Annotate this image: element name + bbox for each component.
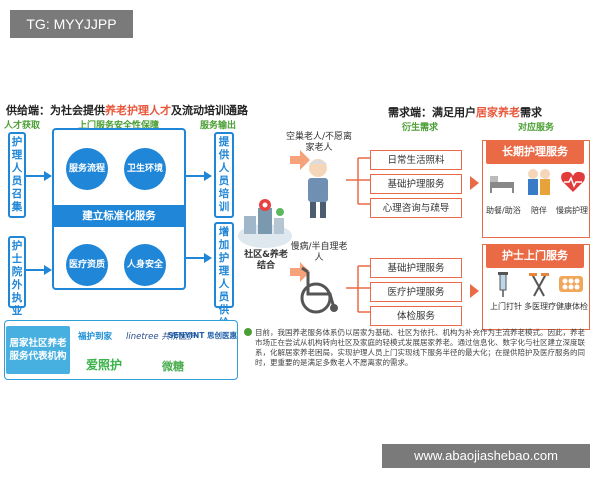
wheelchair-icon (300, 266, 338, 314)
left-box-nurse: 护士院外执业 (8, 236, 26, 317)
logo-senyint: SENYINT 思创医惠 (168, 331, 238, 340)
arrow-icon (26, 265, 52, 275)
demand-title-prefix: 需求端：满足用户 (388, 106, 476, 119)
service-item-checkup: 健康体检 (556, 302, 588, 311)
circle-service-process: 服务流程 (66, 148, 108, 190)
demand-title-highlight: 居家养老 (476, 106, 520, 119)
bed-icon (490, 176, 514, 193)
logo-linetree: linetree 共桥医护 (126, 332, 196, 342)
need-basic-nursing-top: 基础护理服务 (370, 174, 462, 194)
supply-title-mid: 及 (171, 104, 182, 117)
need-daily-care: 日常生活照料 (370, 150, 462, 170)
col-output: 服务输出 (200, 121, 237, 131)
col-corresponding-services: 对应服务 (518, 123, 555, 133)
pills-icon (559, 276, 583, 292)
arrow-icon (470, 284, 479, 298)
circle-personal-safety: 人身安全 (124, 244, 166, 286)
bracket-connector (346, 157, 370, 205)
watermark-url: www.abaojiashebao.com (382, 444, 590, 468)
demand-title: 需求端：满足用户居家养老需求 (388, 104, 542, 120)
circle-medical-qualification: 医疗资质 (66, 244, 108, 286)
elder-label-chronic: 慢病/半自理老人 (290, 242, 348, 263)
companions-icon (528, 169, 550, 195)
arrow-icon (26, 171, 52, 181)
arrow-icon (470, 176, 479, 190)
crutch-icon (529, 273, 549, 297)
col-service-guarantee: 上门服务安全性保障 (78, 121, 160, 131)
elder-label-empty-nest: 空巢老人/不愿离家老人 (285, 132, 353, 153)
need-checkup: 体检服务 (370, 306, 462, 326)
logo-fuhudaojia: 福护到家 (78, 332, 113, 342)
service-item-meal-bath: 助餐/助浴 (486, 206, 521, 215)
hub-label: 社区&养老结合 (244, 250, 288, 271)
org-logos-label: 居家社区养老服务代表机构 (6, 326, 70, 374)
syringe-icon (498, 272, 508, 297)
supply-title-suffix: 流动培训通路 (182, 104, 248, 117)
tag-label: TG: MYYJJPP (10, 10, 133, 38)
left-box-recruit: 护理人员召集 (8, 132, 26, 218)
need-counseling: 心理咨询与疏导 (370, 198, 462, 218)
supply-title-highlight: 养老护理人才 (105, 104, 171, 117)
service-item-chronic-care: 慢病护理 (556, 206, 588, 215)
standardized-service-band: 建立标准化服务 (54, 205, 184, 227)
output-box-supply: 增加护理人员供给 (214, 222, 234, 329)
arrow-icon (290, 262, 310, 282)
bracket-connector (346, 265, 370, 313)
demand-title-suffix: 需求 (520, 106, 542, 119)
note-text: 目前，我国养老服务体系仍以居家为基础、社区为依托、机构为补充作为主流养老模式。因… (255, 328, 585, 367)
service-item-companion: 陪伴 (531, 206, 547, 215)
logo-weitang: 微糖 (162, 360, 184, 373)
arrow-icon (290, 150, 310, 170)
service-title-long-term: 长期护理服务 (486, 140, 584, 164)
logo-aizhaohu: 爱照护 (86, 358, 123, 372)
note-bullet-icon (244, 328, 252, 336)
service-title-nurse-visit: 护士上门服务 (486, 244, 584, 268)
col-derived-needs: 衍生需求 (402, 123, 439, 133)
col-talent: 人才获取 (4, 121, 41, 131)
need-medical-nursing: 医疗护理服务 (370, 282, 462, 302)
supply-title: 供给端：为社会提供养老护理人才及流动培训通路 (6, 102, 248, 118)
arrow-icon (186, 171, 212, 181)
heart-icon (561, 171, 585, 192)
supply-title-prefix: 供给端：为社会提供 (6, 104, 105, 117)
need-basic-nursing-bottom: 基础护理服务 (370, 258, 462, 278)
elderly-man-icon (308, 159, 328, 218)
output-box-training: 提供人员培训 (214, 132, 234, 218)
circle-hygiene: 卫生环境 (124, 148, 166, 190)
service-item-injection: 上门打针 (490, 302, 522, 311)
arrow-icon (186, 253, 212, 263)
service-item-therapy: 多医理疗 (524, 302, 556, 311)
community-hub-icon (238, 199, 292, 248)
